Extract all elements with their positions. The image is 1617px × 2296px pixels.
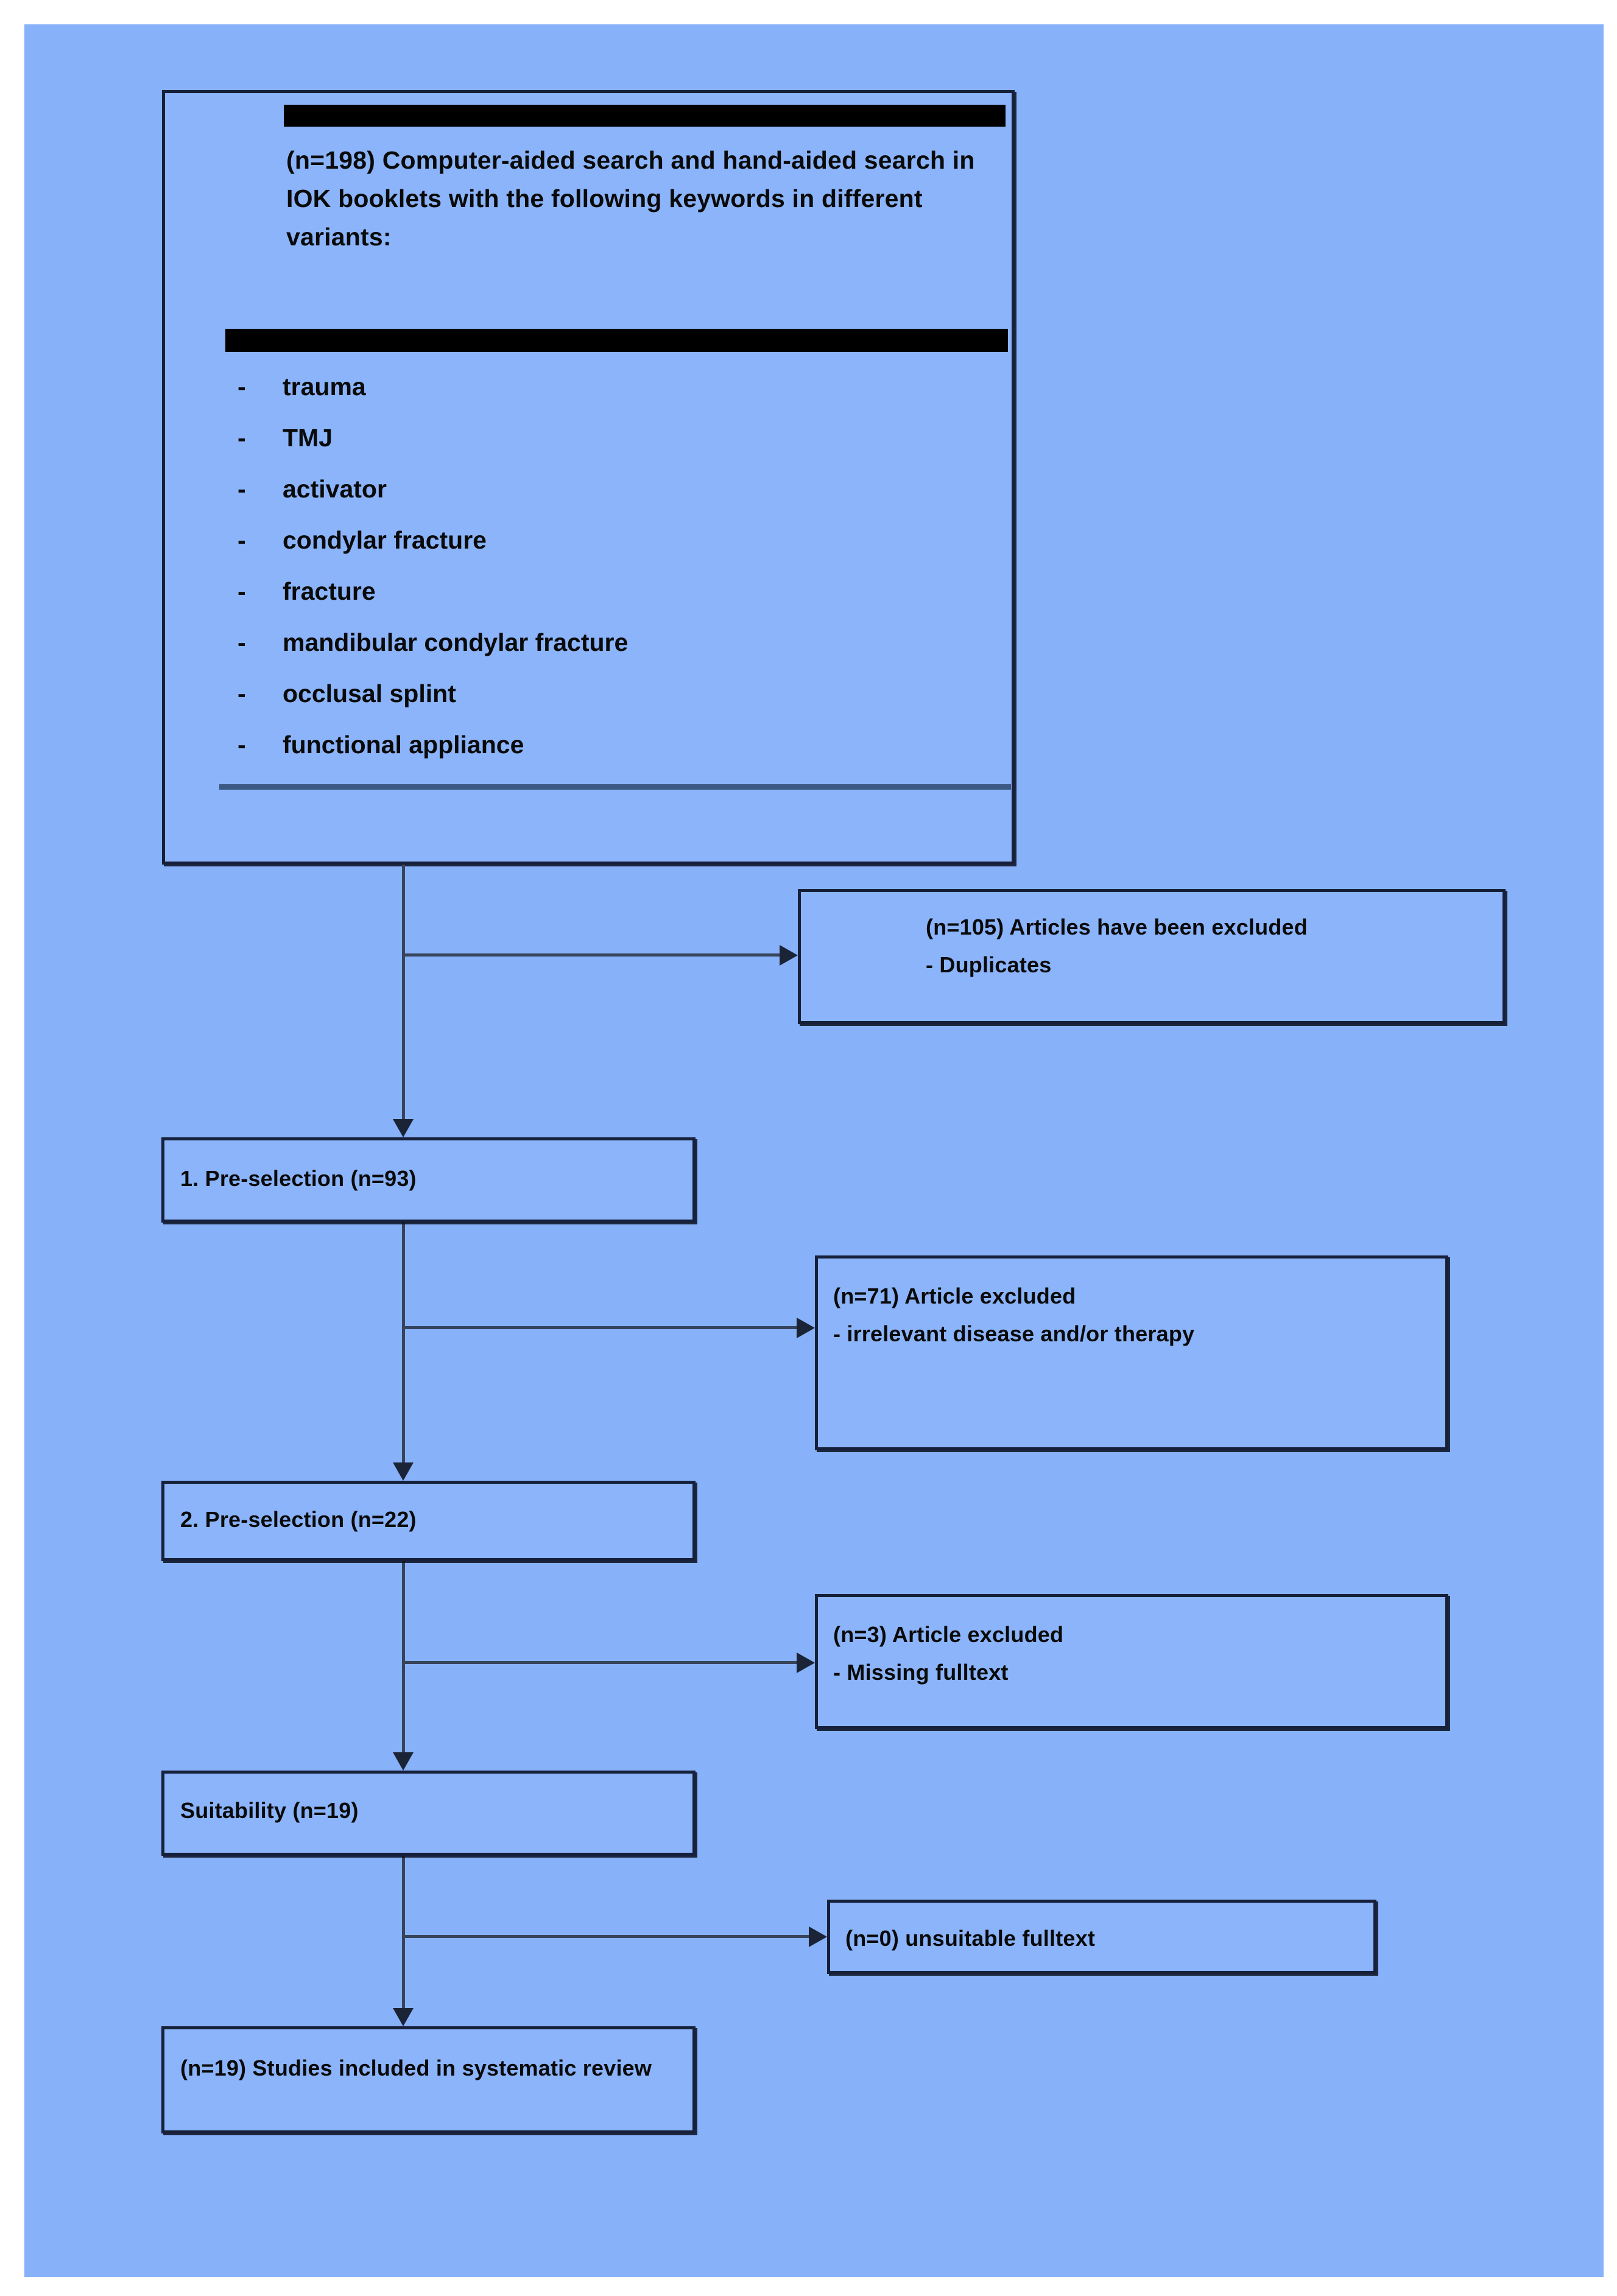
arrowhead-right-exclusion2 [797,1318,815,1338]
bullet-marker: - [238,679,246,707]
keyword-item: - condylar fracture [238,526,968,577]
arrowhead-right-exclusion1 [780,945,798,966]
exclusion-label-unsuitable-fulltext: (n=0) unsuitable fulltext [845,1926,1096,1951]
connector-branch-exclusion2 [403,1326,798,1329]
bullet-marker: - [238,577,246,605]
connector-branch-exclusion3 [403,1661,798,1664]
stage-label-included-studies: (n=19) Studies included in systematic re… [180,2056,652,2080]
keyword-item: - occlusal splint [238,679,968,731]
keyword-label: TMJ [283,424,333,452]
exclusion-box-irrelevant [815,1255,1448,1450]
search-strategy-heading: (n=198) Computer-aided search and hand-a… [286,146,982,251]
exclusion-box-duplicates [798,889,1506,1024]
exclusion-box-missing-fulltext [815,1594,1448,1729]
keyword-item: - fracture [238,577,968,628]
keyword-label: condylar fracture [283,526,487,554]
keyword-label: fracture [283,577,376,605]
exclusion-label-irrelevant: (n=71) Article excluded - irrelevant dis… [833,1283,1195,1346]
arrowhead-down-stage2 [393,1462,414,1481]
arrowhead-down-stage1 [393,1119,414,1137]
exclusion-label-missing-fulltext: (n=3) Article excluded - Missing fulltex… [833,1622,1064,1685]
stage-label-suitability: Suitability (n=19) [180,1798,359,1823]
bullet-marker: - [238,628,246,656]
arrowhead-right-exclusion3 [797,1652,815,1673]
arrowhead-down-stage4 [393,2008,414,2026]
keyword-label: functional appliance [283,731,524,759]
horizontal-rule-bottom [219,784,1011,790]
connector-branch-exclusion1 [403,953,781,957]
keyword-item: - trauma [238,373,968,424]
redaction-bar-middle [225,329,1008,352]
exclusion-box-unsuitable-fulltext [827,1900,1376,1974]
bullet-marker: - [238,475,246,503]
redaction-bar-top [284,105,1006,127]
keyword-label: mandibular condylar fracture [283,628,629,656]
stage-label-pre-selection-1: 1. Pre-selection (n=93) [180,1166,417,1191]
keyword-item: - TMJ [238,424,968,475]
keyword-label: occlusal splint [283,679,456,707]
stage-box-suitability [161,1771,696,1856]
stage-box-included-studies [161,2026,696,2133]
bullet-marker: - [238,731,246,759]
keyword-label: activator [283,475,387,503]
bullet-marker: - [238,424,246,452]
stage-box-pre-selection-1 [161,1137,696,1223]
keyword-label: trauma [283,373,366,401]
bullet-marker: - [238,526,246,554]
connector-search-to-stage1 [402,865,405,1120]
arrowhead-right-exclusion4 [809,1926,827,1947]
connector-branch-exclusion4 [403,1935,810,1938]
keyword-list: - trauma - TMJ - activator - condylar fr… [238,373,968,782]
stage-box-pre-selection-2 [161,1481,696,1561]
stage-label-pre-selection-2: 2. Pre-selection (n=22) [180,1507,417,1532]
bullet-marker: - [238,373,246,401]
keyword-item: - mandibular condylar fracture [238,628,968,679]
connector-stage3-to-stage4 [402,1856,405,2009]
connector-stage2-to-stage3 [402,1561,405,1754]
search-strategy-box [162,90,1015,865]
arrowhead-down-stage3 [393,1752,414,1771]
exclusion-label-duplicates: (n=105) Articles have been excluded - Du… [926,915,1308,977]
connector-stage1-to-stage2 [402,1223,405,1464]
keyword-item: - functional appliance [238,731,968,782]
keyword-item: - activator [238,475,968,526]
